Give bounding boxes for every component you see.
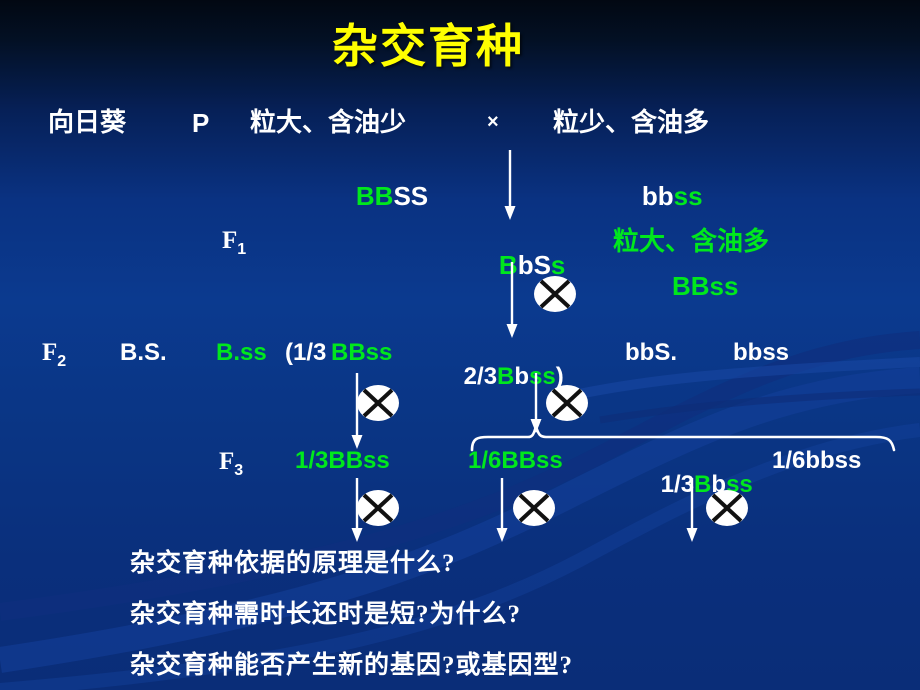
f2-item-bbss-rec: bbss bbox=[733, 339, 790, 366]
f3-item-2: 1/6BBss bbox=[468, 447, 563, 474]
question-1: 杂交育种依据的原理是什么? bbox=[130, 550, 456, 577]
f3-item3-B: B bbox=[694, 471, 712, 498]
generation-f3-label: F3 bbox=[219, 449, 243, 479]
f3-item-1: 1/3BBss bbox=[295, 447, 390, 474]
parent2-phenotype: 粒少、含油多 bbox=[553, 108, 710, 137]
self-cross-icon-f3-b bbox=[513, 490, 555, 526]
slide-title: 杂交育种 bbox=[332, 21, 524, 72]
f3-item3-b: b bbox=[711, 471, 727, 498]
f2-het-b: b bbox=[514, 363, 530, 390]
down-arrow-icon-p-to-f1 bbox=[504, 150, 516, 220]
question-3: 杂交育种能否产生新的基因?或基因型? bbox=[130, 652, 574, 679]
f2-paren-close: ) bbox=[555, 363, 564, 390]
f3-letter: F bbox=[219, 448, 235, 475]
f2-paren-open-frac: (1/3 bbox=[285, 339, 327, 366]
f3-item-4: 1/6bbss bbox=[772, 447, 862, 474]
f1-geno-S: S bbox=[533, 250, 551, 280]
f2-item-bbss-het: 2/3Bbss) bbox=[437, 341, 564, 413]
f1-geno-b: b bbox=[517, 250, 534, 280]
f2-het-B: B bbox=[497, 363, 515, 390]
f3-item3-frac: 1/3 bbox=[660, 471, 695, 498]
f2-letter: F bbox=[42, 339, 58, 366]
down-arrow-icon-f2-left bbox=[351, 373, 363, 449]
parent2-genotype-recessive: ss bbox=[673, 181, 703, 211]
parent1-genotype-recessive: SS bbox=[393, 181, 429, 211]
f1-subscript: 1 bbox=[237, 241, 247, 258]
f2-item-bbss: BBss bbox=[331, 339, 393, 366]
f2-item-bs: B.S. bbox=[120, 339, 167, 366]
generation-f2-label: F2 bbox=[42, 340, 66, 370]
f3-subscript: 3 bbox=[234, 462, 244, 479]
generation-f1-label: F1 bbox=[222, 228, 246, 258]
f1-letter: F bbox=[222, 227, 238, 254]
target-genotype: BBss bbox=[672, 271, 739, 301]
cross-symbol: × bbox=[487, 111, 499, 133]
parent1-phenotype: 粒大、含油少 bbox=[250, 108, 407, 137]
self-cross-icon-f2-left bbox=[357, 385, 399, 421]
f1-genotype: BbSs bbox=[470, 226, 565, 304]
down-arrow-icon-f3-b bbox=[496, 478, 508, 542]
organism-label: 向日葵 bbox=[48, 108, 127, 137]
self-cross-icon-f3-a bbox=[357, 490, 399, 526]
parent1-genotype: BBSS bbox=[327, 157, 428, 235]
f2-frac-two-thirds: 2/3 bbox=[463, 363, 498, 390]
parent2-genotype: bbss bbox=[613, 157, 703, 235]
f2-het-ss: ss bbox=[529, 363, 556, 390]
f1-geno-s: s bbox=[550, 250, 566, 280]
f2-item-bss: B.ss bbox=[216, 339, 267, 366]
parent2-genotype-dominant: bb bbox=[641, 181, 674, 211]
f2-subscript: 2 bbox=[57, 353, 67, 370]
f3-item3-ss: ss bbox=[726, 471, 753, 498]
f3-item-3: 1/3Bbss bbox=[634, 449, 753, 521]
target-phenotype: 粒大、含油多 bbox=[613, 227, 770, 256]
generation-p-label: P bbox=[192, 108, 210, 138]
question-2: 杂交育种需时长还时是短?为什么? bbox=[130, 601, 522, 628]
f2-item-bbs: bbS. bbox=[625, 339, 677, 366]
down-arrow-icon-f3-a bbox=[351, 478, 363, 542]
parent1-genotype-dominant: BB bbox=[355, 181, 394, 211]
f1-geno-B: B bbox=[498, 250, 518, 280]
